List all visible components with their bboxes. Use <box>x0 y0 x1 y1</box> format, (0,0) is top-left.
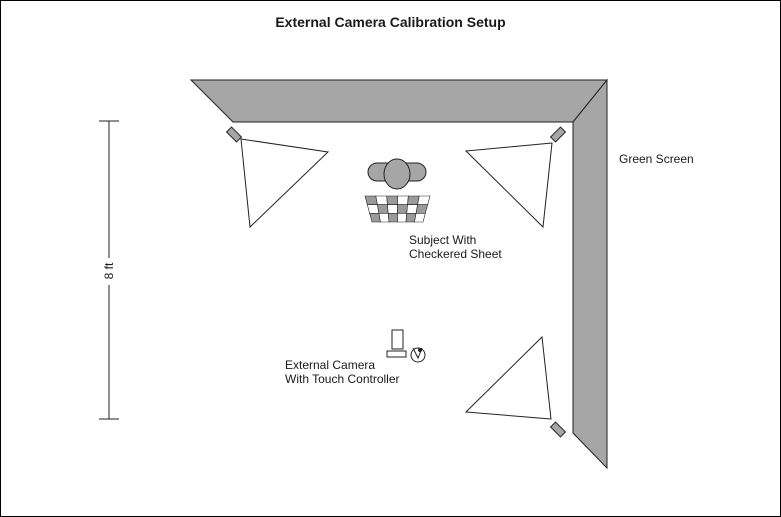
green-screen-label: Green Screen <box>619 152 694 166</box>
green-screen-back-wall <box>189 79 609 123</box>
light-fixture-icon <box>225 126 243 143</box>
checker-cell <box>364 195 378 205</box>
green-screen-side-wall <box>572 78 608 470</box>
light-fixture-icon <box>549 126 567 143</box>
camera-icon <box>391 329 404 350</box>
checker-cell <box>387 213 398 223</box>
camera-base <box>386 350 407 358</box>
light-beam <box>464 335 552 420</box>
checkered-sheet <box>364 195 431 223</box>
checker-cell <box>397 195 409 205</box>
checker-cell <box>417 195 431 205</box>
subject <box>364 158 431 223</box>
camera-label: External Camera With Touch Controller <box>285 358 400 386</box>
light-top-right <box>464 126 567 229</box>
subject-head <box>383 158 411 190</box>
checker-cell <box>366 204 380 214</box>
light-beam <box>240 138 330 229</box>
green-screen <box>189 78 609 470</box>
checker-cell <box>378 213 390 223</box>
checker-cell <box>415 204 429 214</box>
light-fixture-icon <box>549 421 567 438</box>
checker-cell <box>375 195 388 205</box>
light-top-left <box>225 126 330 229</box>
light-bottom-right <box>464 335 567 438</box>
checker-cell <box>386 195 398 205</box>
checker-cell <box>414 213 426 223</box>
subject-label: Subject With Checkered Sheet <box>409 233 502 261</box>
person-topdown-icon <box>367 158 427 190</box>
dimension-indicator <box>99 120 119 420</box>
diagram-title: External Camera Calibration Setup <box>275 14 506 30</box>
checker-cell <box>377 204 389 214</box>
dimension-label: 8 ft <box>102 262 116 280</box>
checker-cell <box>397 213 408 223</box>
checker-cell <box>397 204 408 214</box>
touch-controller-icon <box>410 347 426 363</box>
light-beam <box>464 142 553 229</box>
checker-cell <box>407 195 420 205</box>
checker-cell <box>387 204 398 214</box>
external-camera <box>386 329 426 363</box>
